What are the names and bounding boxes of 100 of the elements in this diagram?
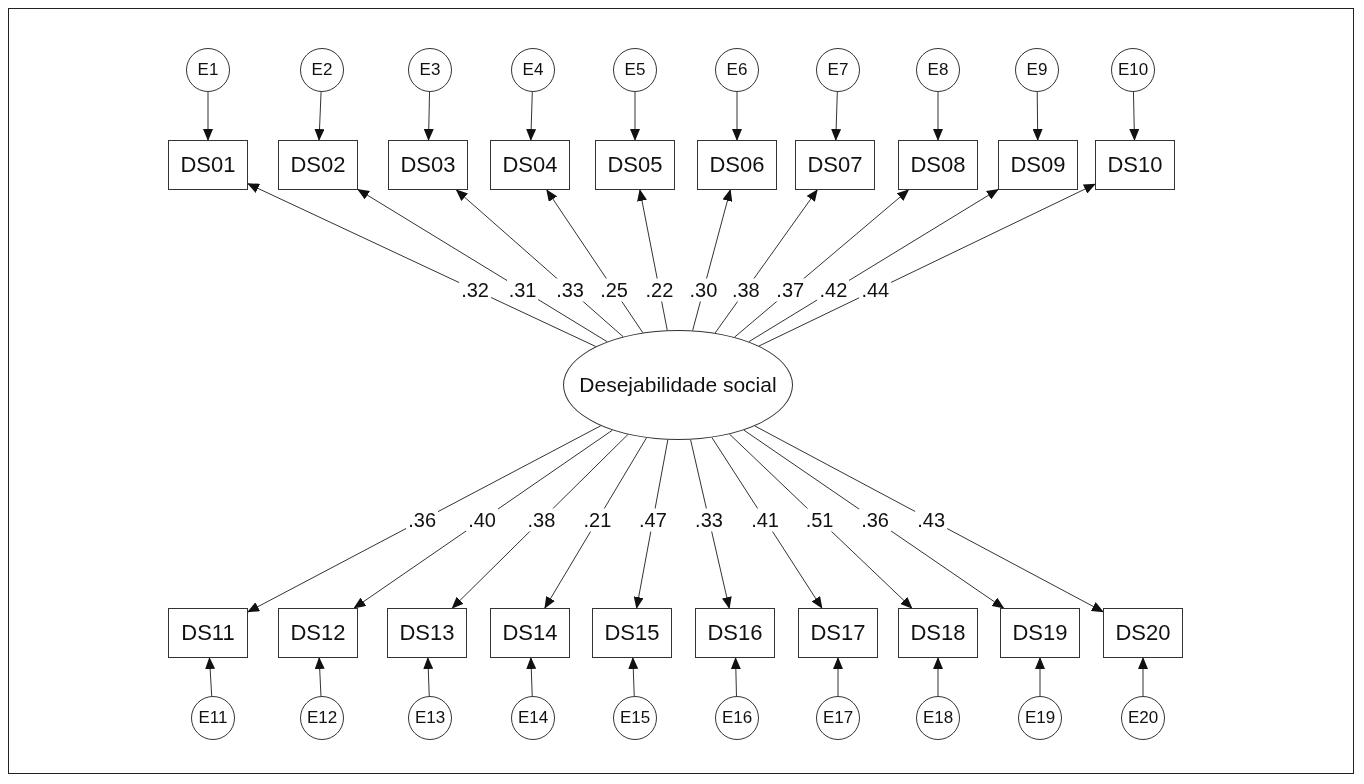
node-label: DS13 xyxy=(399,619,455,647)
indicator-box xyxy=(695,608,775,658)
arrow xyxy=(1035,657,1045,697)
edge-label: .31 xyxy=(506,278,539,302)
arrow xyxy=(1032,91,1043,141)
arrow xyxy=(754,425,1104,613)
node-label: E19 xyxy=(1024,707,1056,729)
node-label: DS16 xyxy=(707,619,763,647)
error-circle xyxy=(816,48,860,92)
node-label: DS17 xyxy=(810,619,866,647)
node-label: E15 xyxy=(619,707,651,729)
error-circle xyxy=(1015,48,1059,92)
node-label: Desejabilidade social xyxy=(579,372,777,398)
node-label: DS04 xyxy=(502,151,558,179)
error-circle xyxy=(816,696,860,740)
indicator-box xyxy=(1103,608,1183,658)
node-label: DS07 xyxy=(807,151,863,179)
arrow xyxy=(1138,657,1148,697)
node-label: DS02 xyxy=(290,151,346,179)
error-circle xyxy=(186,48,230,92)
indicator-box xyxy=(278,140,358,190)
edge-label: .33 xyxy=(693,508,725,532)
indicator-box xyxy=(278,608,358,658)
error-circle xyxy=(1018,696,1062,740)
arrow xyxy=(314,657,325,697)
arrow xyxy=(203,91,213,141)
arrow xyxy=(732,91,742,141)
node-label: DS18 xyxy=(910,619,966,647)
error-circle xyxy=(408,696,452,740)
arrow xyxy=(833,657,843,697)
error-circle xyxy=(300,696,344,740)
error-circle xyxy=(916,48,960,92)
node-label: E7 xyxy=(827,59,849,81)
node-label: E11 xyxy=(198,707,228,729)
arrow xyxy=(831,91,842,141)
node-label: DS08 xyxy=(910,151,966,179)
error-circle xyxy=(613,48,657,92)
node-label: DS06 xyxy=(709,151,765,179)
edge-label: .36 xyxy=(859,508,891,532)
error-circle xyxy=(511,696,555,740)
arrow xyxy=(423,657,434,697)
node-label: E1 xyxy=(197,59,219,81)
indicator-box xyxy=(1000,608,1080,658)
indicator-box xyxy=(490,140,570,190)
indicator-box xyxy=(697,140,777,190)
arrow xyxy=(933,657,943,697)
node-label: E9 xyxy=(1026,59,1048,81)
edge-label: .37 xyxy=(774,278,807,302)
edge-label: .42 xyxy=(817,278,850,302)
node-label: DS14 xyxy=(502,619,558,647)
node-label: E18 xyxy=(922,707,954,729)
node-label: E12 xyxy=(306,707,338,729)
arrow xyxy=(730,657,741,697)
indicator-box xyxy=(898,140,978,190)
node-label: DS03 xyxy=(400,151,456,179)
indicator-box xyxy=(490,608,570,658)
indicator-box xyxy=(798,608,878,658)
arrow xyxy=(1129,91,1140,141)
node-label: E10 xyxy=(1117,59,1149,81)
arrow xyxy=(630,91,640,141)
node-label: DS15 xyxy=(604,619,660,647)
node-label: DS01 xyxy=(180,151,236,179)
arrow xyxy=(628,657,639,697)
indicator-box xyxy=(795,140,875,190)
node-label: E16 xyxy=(721,707,753,729)
edge-label: .36 xyxy=(406,508,439,532)
indicator-box xyxy=(1095,140,1175,190)
error-circle xyxy=(1111,48,1155,92)
node-label: DS12 xyxy=(290,619,346,647)
edge-label: .33 xyxy=(554,278,586,302)
node-label: E14 xyxy=(517,707,549,729)
error-circle xyxy=(300,48,344,92)
indicator-box xyxy=(592,608,672,658)
arrow xyxy=(314,91,325,141)
error-circle xyxy=(191,696,235,740)
error-circle xyxy=(408,48,452,92)
arrow xyxy=(526,91,537,141)
error-circle xyxy=(1121,696,1165,740)
edge-label: .47 xyxy=(637,508,669,532)
node-label: E20 xyxy=(1127,707,1159,729)
error-circle xyxy=(916,696,960,740)
node-label: E4 xyxy=(522,59,544,81)
arrow xyxy=(247,425,602,613)
node-label: DS19 xyxy=(1012,619,1068,647)
indicator-box xyxy=(168,608,248,658)
node-label: E5 xyxy=(624,59,646,81)
arrow xyxy=(526,657,537,697)
indicator-box xyxy=(898,608,978,658)
node-label: DS05 xyxy=(607,151,663,179)
node-label: E17 xyxy=(822,707,854,729)
node-label: E6 xyxy=(726,59,748,81)
indicator-box xyxy=(387,608,467,658)
indicator-box xyxy=(595,140,675,190)
error-circle xyxy=(511,48,555,92)
error-circle xyxy=(715,696,759,740)
node-label: DS20 xyxy=(1115,619,1171,647)
error-circle xyxy=(613,696,657,740)
arrow xyxy=(423,91,434,141)
edge-label: .40 xyxy=(466,508,498,532)
node-label: E2 xyxy=(311,59,333,81)
